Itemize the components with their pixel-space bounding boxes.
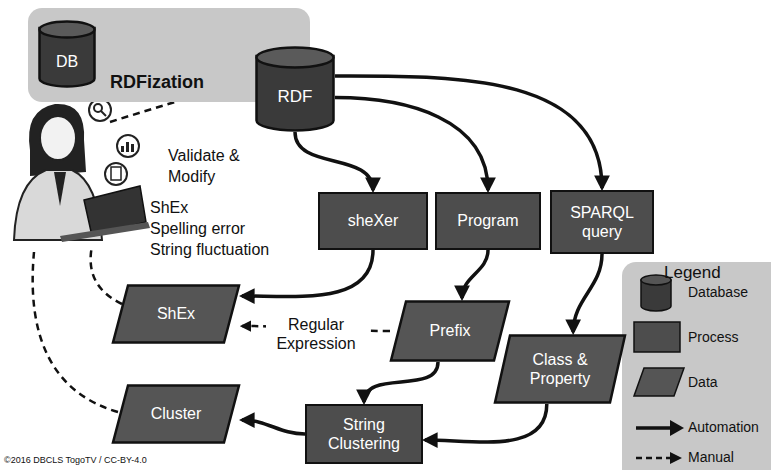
automation-arrow <box>295 132 373 190</box>
node-label: RDF <box>278 87 313 107</box>
group-title: RDFization <box>110 72 204 93</box>
node-label: sheXer <box>348 211 399 230</box>
legend-label: Manual <box>688 449 734 465</box>
node-label: String Clustering <box>315 415 413 453</box>
data-shape: Prefix <box>390 300 510 362</box>
legend-automation-sample <box>636 426 672 430</box>
node-label: Program <box>457 211 518 230</box>
task-icons <box>89 99 139 185</box>
legend-automation-head <box>670 420 684 436</box>
parallelogram-outline <box>494 334 626 404</box>
legend-manual-head <box>670 452 682 464</box>
process-box: SPARQL query <box>550 190 654 254</box>
data-shape: Cluster <box>112 384 240 444</box>
node-label: ShEx <box>157 304 195 323</box>
process-box: sheXer <box>318 192 428 250</box>
legend-label: Data <box>688 374 718 390</box>
data-shape: ShEx <box>112 284 240 344</box>
node-label: Cluster <box>151 404 202 423</box>
automation-arrow <box>242 420 305 434</box>
node-label: DB <box>56 52 78 71</box>
copyright-note: ©2016 DBCLS TogoTV / CC-BY-4.0 <box>4 455 147 467</box>
database: DB <box>38 20 96 88</box>
legend-manual-sample <box>636 457 672 460</box>
process-box: Program <box>435 192 541 250</box>
legend-label: Process <box>688 329 739 345</box>
automation-arrow <box>462 250 488 298</box>
edge-label: Regular Expression <box>266 314 366 354</box>
automation-arrow <box>425 404 547 442</box>
legend-data-sample <box>634 368 684 396</box>
action-label: Validate & Modify <box>168 146 278 188</box>
automation-arrow <box>335 76 602 188</box>
node-label: Class & Property <box>516 350 604 388</box>
automation-arrow <box>335 98 488 190</box>
manual-line <box>91 246 122 304</box>
node-label: Prefix <box>430 321 471 340</box>
person <box>14 104 150 242</box>
node-label: SPARQL query <box>560 203 644 241</box>
task-label: Spelling error <box>150 219 245 240</box>
legend-title: Legend <box>664 262 721 284</box>
legend-label: Automation <box>688 419 759 435</box>
legend-ground <box>622 262 771 470</box>
database: RDF <box>255 46 335 132</box>
data-shape: Class & Property <box>494 334 626 404</box>
legend-process-sample <box>634 322 680 352</box>
manual-line <box>33 252 118 412</box>
task-label: ShEx <box>150 198 188 219</box>
task-label: String fluctuation <box>150 240 269 261</box>
automation-arrow <box>364 362 438 402</box>
legend-label: Database <box>688 284 748 300</box>
automation-arrow <box>573 254 602 332</box>
process-box: String Clustering <box>305 404 423 464</box>
